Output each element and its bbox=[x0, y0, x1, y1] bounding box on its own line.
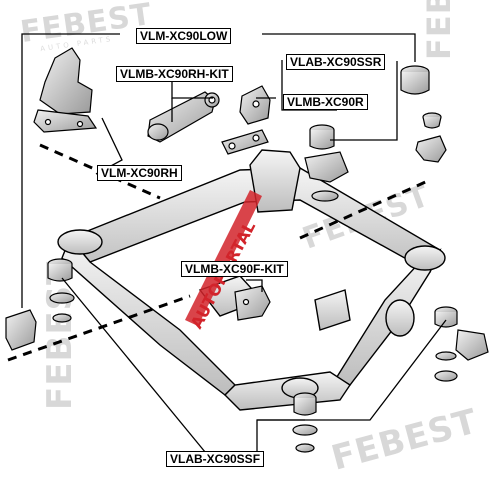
subframe bbox=[57, 149, 446, 411]
label-vlm-xc90rh: VLM-XC90RH bbox=[97, 165, 182, 181]
part-torque-rod bbox=[147, 91, 220, 143]
label-vlab-xc90ssf: VLAB-XC90SSF bbox=[166, 451, 265, 467]
part-rear-left-bushing bbox=[47, 258, 75, 323]
part-center-bracket bbox=[234, 285, 271, 321]
part-right-front-mount bbox=[434, 306, 489, 382]
label-vlab-xc90ssr: VLAB-XC90SSR bbox=[286, 54, 386, 70]
part-ssr-mount-top bbox=[400, 65, 447, 163]
label-vlm-xc90low: VLM-XC90LOW bbox=[136, 28, 232, 44]
part-engine-mount-top-left bbox=[33, 47, 98, 133]
label-vlmb-xc90rh-kit: VLMB-XC90RH-KIT bbox=[116, 66, 233, 82]
part-low-mount bbox=[5, 309, 37, 351]
label-vlmb-xc90r: VLMB-XC90R bbox=[283, 94, 368, 110]
part-front-bushing bbox=[292, 392, 318, 453]
part-bracket-r bbox=[221, 85, 271, 155]
label-vlmb-xc90f-kit: VLMB-XC90F-KIT bbox=[181, 261, 288, 277]
part-ssr-bushing-set bbox=[304, 124, 349, 202]
